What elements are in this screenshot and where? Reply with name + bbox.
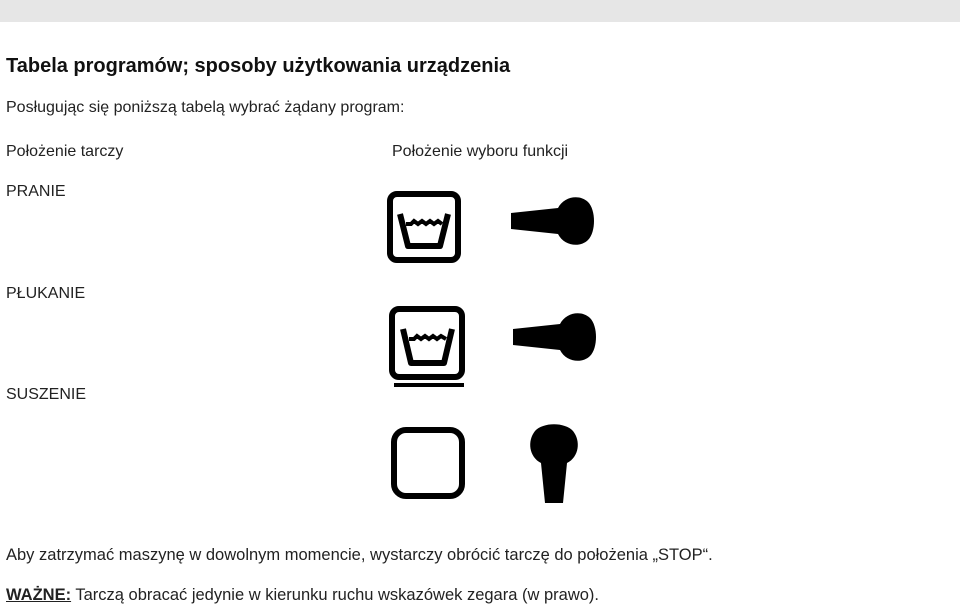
important-label: WAŻNE:: [6, 586, 72, 604]
wash-tub-underline-icon: [389, 306, 465, 387]
empty-square-icon: [391, 427, 465, 499]
knob-horizontal-icon: [511, 197, 594, 245]
column-header-function: Położenie wyboru funkcji: [392, 143, 569, 160]
column-header-dial: Położenie tarczy: [6, 143, 124, 160]
row-label-suszenie: SUSZENIE: [6, 386, 87, 403]
top-gray-bar: [0, 0, 960, 22]
intro-text: Posługując się poniższą tabelą wybrać żą…: [6, 99, 405, 116]
important-note: WAŻNE: Tarczą obracać jedynie w kierunku…: [6, 586, 599, 605]
wash-tub-icon: [387, 191, 461, 263]
stop-instruction: Aby zatrzymać maszynę w dowolnym momenci…: [6, 546, 713, 564]
row-label-plukanie: PŁUKANIE: [6, 285, 86, 302]
knob-horizontal-icon: [513, 313, 596, 361]
knob-vertical-icon: [530, 424, 578, 503]
row-label-pranie: PRANIE: [6, 183, 66, 200]
page-title: Tabela programów; sposoby użytkowania ur…: [6, 55, 511, 77]
important-text: Tarczą obracać jedynie w kierunku ruchu …: [71, 586, 600, 604]
